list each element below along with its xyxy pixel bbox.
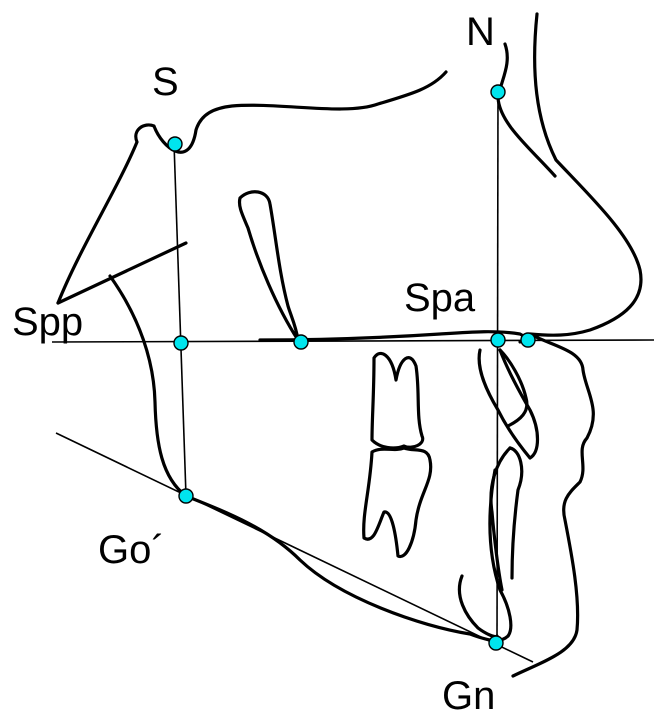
label-n: N (466, 10, 495, 54)
label-s: S (152, 60, 179, 104)
s-go-vertical-line (173, 142, 187, 497)
lower-molar (362, 446, 433, 559)
mandibular-plane-line (55, 432, 534, 663)
landmark-spa-point (490, 332, 506, 348)
mandible-lower-border (184, 494, 510, 643)
ramus-outline (108, 274, 188, 498)
landmark-spp-point (173, 335, 189, 351)
landmark-n-point (490, 84, 506, 100)
palatal-plane-line (51, 339, 654, 343)
cranial-base-outline (56, 70, 448, 305)
upper-molar (370, 351, 425, 450)
symphysis-inner (457, 574, 499, 639)
label-spa: Spa (404, 276, 476, 320)
label-gn: Gn (442, 674, 496, 718)
landmark-ans-point (520, 332, 536, 348)
frontal-bone-outline (496, 42, 557, 178)
upper-incisor-crown (498, 348, 529, 428)
soft-tissue-profile (511, 12, 643, 678)
orbit-outline (237, 190, 300, 342)
label-spp: Spp (12, 300, 84, 344)
landmark-orbital-point (293, 334, 309, 350)
landmark-s-point (167, 136, 183, 152)
lower-incisor (489, 446, 512, 592)
landmark-go-point (178, 488, 194, 504)
lower-incisor-crown (508, 446, 524, 580)
label-go: Go´ (98, 528, 165, 572)
landmark-gn-point (488, 635, 504, 651)
upper-incisor (477, 348, 540, 460)
symphysis-outline (488, 468, 513, 638)
pterygoid-line (56, 241, 188, 305)
